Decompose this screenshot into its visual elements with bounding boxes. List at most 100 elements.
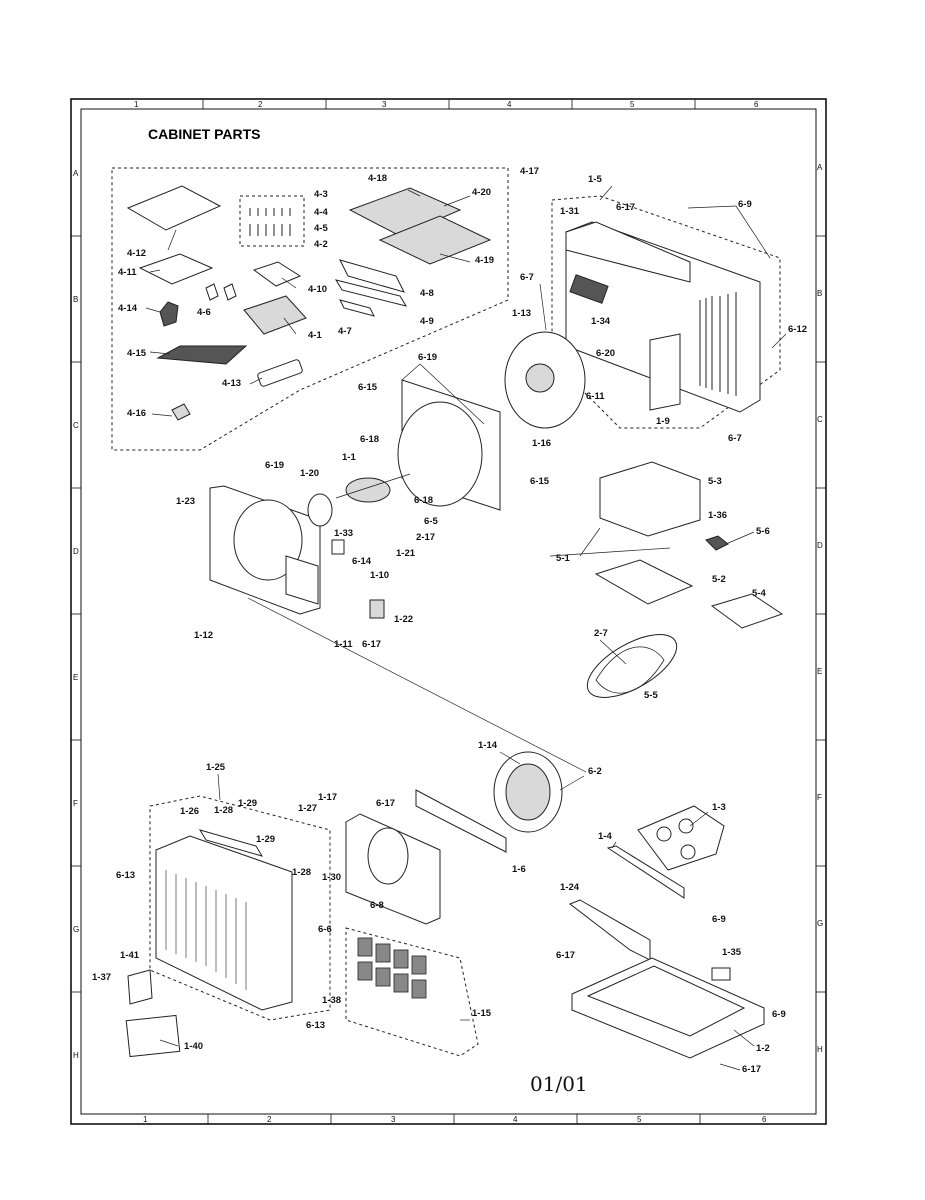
row-marker-right: H — [817, 1045, 823, 1054]
part-label: 4-9 — [420, 316, 434, 327]
row-marker-right: C — [817, 415, 823, 424]
part-label: 4-8 — [420, 288, 434, 299]
part-label: 6-19 — [265, 460, 284, 471]
part-label: 6-19 — [418, 352, 437, 363]
part-label: 4-16 — [127, 408, 146, 419]
condenser-group — [335, 331, 586, 511]
col-marker-bottom: 1 — [143, 1115, 148, 1124]
part-label: 4-3 — [314, 189, 328, 200]
part-label: 4-10 — [308, 284, 327, 295]
part-label: 1-9 — [656, 416, 670, 427]
part-label: 1-35 — [722, 947, 742, 958]
col-marker-top: 2 — [258, 100, 263, 109]
part-label: 1-29 — [256, 834, 275, 845]
part-label: 1-33 — [334, 528, 353, 539]
part-label: 5-3 — [708, 476, 722, 487]
col-marker-bottom: 3 — [391, 1115, 396, 1124]
part-label: 1-10 — [370, 570, 389, 581]
row-marker-left: B — [73, 295, 78, 304]
col-marker-bottom: 6 — [762, 1115, 767, 1124]
part-label: 4-19 — [475, 255, 494, 266]
part-label: 1-17 — [318, 792, 337, 803]
part-label: 4-17 — [520, 166, 539, 177]
row-marker-right: G — [817, 919, 823, 928]
part-label: 2-7 — [594, 628, 608, 639]
part-label: 1-27 — [298, 803, 317, 814]
col-marker-bottom: 4 — [513, 1115, 518, 1124]
part-label: 6-17 — [742, 1064, 761, 1075]
part-label: 1-41 — [120, 950, 140, 961]
part-label: 6-9 — [772, 1009, 786, 1020]
part-label: 1-6 — [512, 864, 526, 875]
part-label: 6-15 — [358, 382, 378, 393]
part-label: 6-20 — [596, 348, 615, 359]
row-marker-left: C — [73, 421, 79, 430]
part-label: 1-21 — [396, 548, 416, 559]
part-label: 6-8 — [370, 900, 384, 911]
part-label: 6-17 — [556, 950, 575, 961]
row-marker-right: B — [817, 289, 822, 298]
part-label: 4-14 — [118, 303, 138, 314]
leader-lines — [145, 185, 787, 1071]
part-label: 1-37 — [92, 972, 111, 983]
part-label: 6-7 — [520, 272, 534, 283]
col-marker-top: 6 — [754, 100, 759, 109]
part-label: 1-25 — [206, 762, 226, 773]
col-marker-top: 5 — [630, 100, 635, 109]
part-label: 4-7 — [338, 326, 352, 337]
grid-markers: 1 2 3 4 5 6 1 2 3 4 5 6 A B C D E F G H … — [73, 100, 823, 1124]
accessory-kit-group — [111, 167, 509, 451]
part-label: 4-1 — [308, 330, 322, 341]
part-label: 5-4 — [752, 588, 766, 599]
outer-case-group — [551, 195, 781, 429]
part-label: 1-16 — [532, 438, 551, 449]
part-label: 6-12 — [788, 324, 807, 335]
part-label: 1-11 — [334, 639, 353, 650]
part-label: 6-17 — [376, 798, 395, 809]
row-marker-right: A — [817, 163, 823, 172]
diagram-title: CABINET PARTS — [148, 126, 261, 142]
part-label: 6-6 — [318, 924, 332, 935]
row-marker-right: E — [817, 667, 822, 676]
sheet-border — [70, 98, 827, 1125]
part-label: 1-26 — [180, 806, 199, 817]
row-marker-left: G — [73, 925, 79, 934]
col-marker-top: 1 — [134, 100, 139, 109]
part-label: 6-7 — [728, 433, 742, 444]
page-number: 01/01 — [530, 1072, 588, 1096]
part-label: 1-38 — [322, 995, 341, 1006]
part-label: 6-15 — [530, 476, 550, 487]
part-label: 5-2 — [712, 574, 726, 585]
part-label: 1-36 — [708, 510, 727, 521]
row-marker-left: E — [73, 673, 78, 682]
part-label: 6-2 — [588, 766, 602, 777]
part-label: 5-5 — [644, 690, 658, 701]
row-marker-left: D — [73, 547, 79, 556]
part-label: 1-29 — [238, 798, 257, 809]
part-label: 1-12 — [194, 630, 213, 641]
part-label: 1-31 — [560, 206, 580, 217]
part-label: 4-13 — [222, 378, 241, 389]
part-label: 1-28 — [214, 805, 233, 816]
part-label: 6-5 — [424, 516, 438, 527]
part-label: 4-2 — [314, 239, 328, 250]
col-marker-bottom: 2 — [267, 1115, 272, 1124]
control-box-group — [586, 461, 784, 698]
part-label: 6-18 — [360, 434, 379, 445]
part-label: 1-30 — [322, 872, 341, 883]
part-label: 4-12 — [127, 248, 146, 259]
front-blower-group — [125, 751, 563, 1058]
part-label: 4-11 — [118, 267, 137, 278]
col-marker-bottom: 5 — [637, 1115, 642, 1124]
part-label: 1-4 — [598, 831, 612, 842]
part-label: 6-9 — [738, 199, 752, 210]
row-marker-left: A — [73, 169, 79, 178]
part-label: 1-34 — [591, 316, 611, 327]
base-pan-group — [568, 805, 765, 1059]
part-label: 1-13 — [512, 308, 531, 319]
part-label: 5-1 — [556, 553, 570, 564]
part-label: 1-23 — [176, 496, 195, 507]
part-label: 4-4 — [314, 207, 328, 218]
part-label: 6-14 — [352, 556, 372, 567]
